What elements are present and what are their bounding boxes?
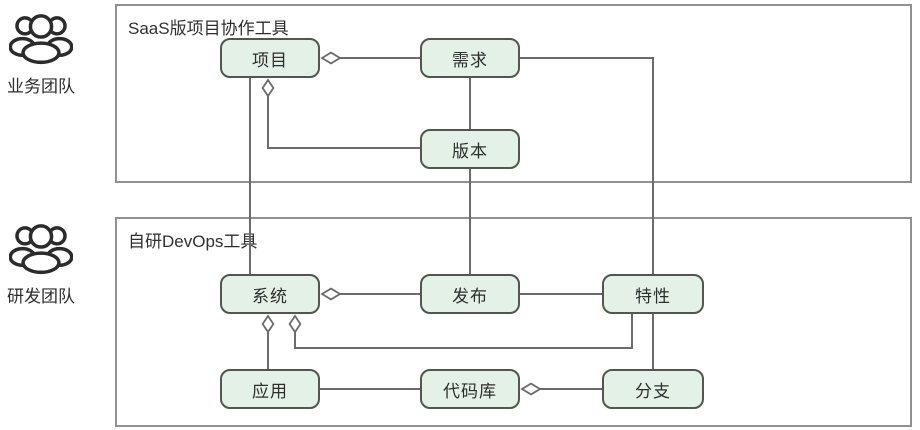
entity-project: 项目	[220, 38, 320, 78]
entity-project-label: 项目	[252, 50, 288, 70]
entity-system: 系统	[220, 274, 320, 314]
entity-branch: 分支	[602, 369, 704, 409]
people-group-icon	[9, 14, 73, 65]
container-saas-title: SaaS版项目协作工具	[128, 19, 289, 38]
people-group-icon	[9, 224, 73, 275]
team-rnd: 研发团队	[5, 216, 77, 307]
entity-repo: 代码库	[420, 369, 520, 409]
entity-branch-label: 分支	[635, 381, 671, 401]
entity-version-label: 版本	[452, 141, 488, 161]
container-devops-title: 自研DevOps工具	[128, 232, 258, 251]
team-rnd-label: 研发团队	[7, 287, 75, 306]
entity-release-label: 发布	[452, 286, 488, 306]
entity-application-label: 应用	[252, 381, 288, 401]
entity-system-label: 系统	[252, 286, 288, 306]
team-business: 业务团队	[5, 6, 77, 97]
entity-application: 应用	[220, 369, 320, 409]
entity-feature: 特性	[602, 274, 704, 314]
entity-requirement-label: 需求	[452, 50, 488, 70]
entity-version: 版本	[420, 129, 520, 169]
entity-feature-label: 特性	[635, 286, 671, 306]
entity-repo-label: 代码库	[443, 381, 497, 401]
entity-requirement: 需求	[420, 38, 520, 78]
team-business-label: 业务团队	[7, 77, 75, 96]
entity-release: 发布	[420, 274, 520, 314]
